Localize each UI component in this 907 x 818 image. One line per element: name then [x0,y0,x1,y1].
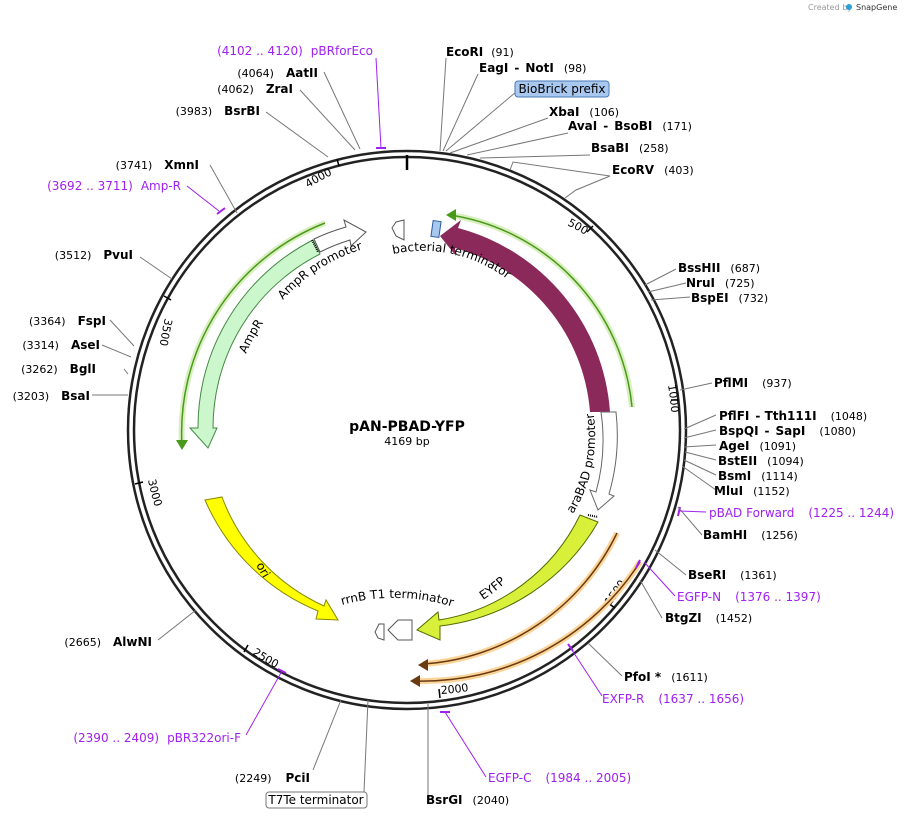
leader-lines [92,57,717,798]
t7te-terminator-label: T7Te terminator [267,793,363,807]
primer-arcs [176,209,643,687]
site-bseri: BseRI(1361) [688,568,777,582]
tick-label-1000: 1000 [665,383,681,413]
tick-label-3000: 3000 [145,478,165,508]
site-bsai: (3203)BsaI [13,389,90,403]
rrnb-terminator-icon [387,619,413,641]
t7te-terminator-box [265,791,368,809]
site-mlui: MluI(1152) [714,484,790,498]
ampr-promoter-feature [313,218,367,253]
primer-pbad-forward: pBAD Forward(1225 .. 1244) [709,506,894,520]
plasmid-size: 4169 bp [384,435,429,448]
arabad-promoter-label: araBAD promoter [564,413,599,516]
site-pflfi-tth111i: PflFI-Tth111I(1048) [719,409,867,423]
site-bgli: (3262)BglI [21,362,96,376]
snapgene-brand: SnapGene [856,3,897,12]
biobrick-prefix-label: BioBrick prefix [518,82,605,96]
tick-label-3500: 3500 [157,317,175,347]
primer-egfp-c: EGFP-C(1984 .. 2005) [488,771,631,785]
site-xmni: (3741)XmnI [116,158,199,172]
tick-label-500: 500 [566,216,591,238]
site-bsrgi: BsrGI(2040) [426,793,509,807]
tick-label-2500: 2500 [250,646,280,671]
primer-amp-r: (3692 .. 3711)Amp-R [47,179,181,193]
site-bsmi: BsmI(1114) [718,469,798,483]
rrnb-terminator-label: rrnB T1 terminator [339,587,455,610]
site-bsabi: BsaBI(258) [591,141,669,155]
site-bamhi: BamHI(1256) [703,528,798,542]
arac-feature [440,220,610,412]
site-btgzi: BtgZI(1452) [665,611,752,625]
site-ecori: EcoRI(91) [446,45,514,59]
arabad-hatch [587,514,599,518]
site-bspei: BspEI(732) [691,291,768,305]
snapgene-logo-icon [846,4,852,10]
backbone-outer-ring [126,149,688,711]
primer-pbr322ori-f: (2390 .. 2409)pBR322ori-F [73,731,241,745]
site-zrai: (4062)ZraI [217,82,293,96]
site-aatii: (4064)AatII [237,66,318,80]
site-bsshii: BssHII(687) [678,261,760,275]
site-avai-bsobi: AvaI-BsoBI(171) [568,119,692,133]
site-fspi: (3364)FspI [29,314,106,328]
primer-egfp-n: EGFP-N(1376 .. 1397) [677,590,821,604]
bacterial-terminator-icon [391,219,405,241]
tick-marks [134,158,679,699]
primer-leader-lines [186,57,707,778]
site-bsrbi: (3983)BsrBI [176,104,260,118]
site-agei: AgeI(1091) [719,439,796,453]
ampr-feature [188,239,321,449]
site-pfoi: PfoI *(1611) [624,670,708,684]
eyfp-feature [416,514,599,641]
site-eagi-noti: EagI-NotI(98) [479,61,586,75]
site-bsteii: BstEII(1094) [718,454,804,468]
site-bspqi-sapi: BspQI-SapI(1080) [719,424,856,438]
t7te-terminator-icon [374,623,385,641]
site-alwni: (2665)AlwNI [64,635,152,649]
arabad-promoter-feature [589,411,618,511]
arac-label: araC [584,263,609,295]
site-pflmi: PflMI(937) [714,376,792,390]
plasmid-name: pAN-PBAD-YFP [349,419,465,435]
ori-feature [204,496,339,621]
site-nrui: NruI(725) [686,276,755,290]
site-ecorv: EcoRV(403) [612,163,694,177]
primer-pbrforeco: (4102 .. 4120)pBRforEco [217,44,373,58]
biobrick-prefix-box [514,80,610,98]
created-by-text: Created by [808,3,852,12]
site-asei: (3314)AseI [22,338,100,352]
site-pcii: (2249)PciI [235,771,310,785]
ori-label: ori [253,560,273,580]
primer-exfp-r: EXFP-R(1637 .. 1656) [602,692,744,706]
ampr-promoter-hatch [311,239,319,253]
tick-label-2000: 2000 [440,681,469,697]
site-pvui: (3512)PvuI [55,248,133,262]
biobrick-marker [430,219,442,239]
site-xbai: XbaI(106) [549,105,619,119]
